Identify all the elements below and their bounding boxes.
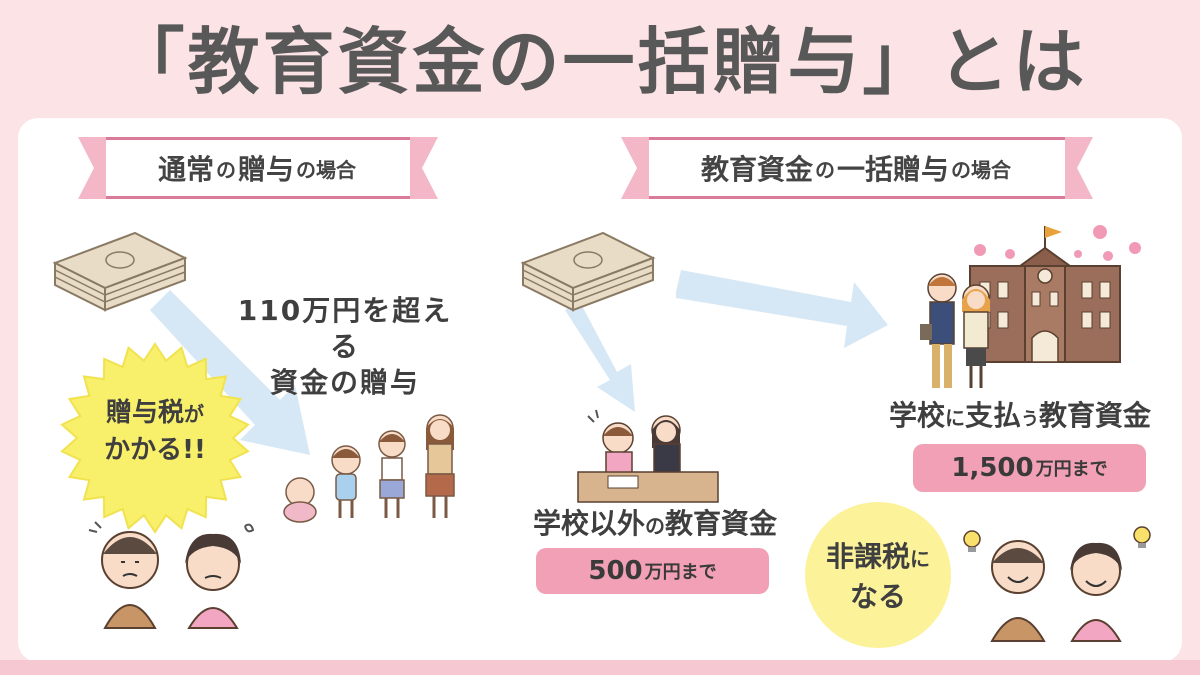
ribbon-bulk-main-2: 一括贈与 bbox=[837, 153, 950, 186]
bottom-strip bbox=[0, 660, 1200, 675]
burst-line2: かかる!! bbox=[104, 435, 206, 465]
school-building-icon bbox=[969, 226, 1121, 363]
ribbon-normal-small-1: の bbox=[216, 157, 236, 182]
burst-shape bbox=[60, 342, 250, 534]
other-amount-main: 500 bbox=[588, 556, 643, 586]
other-caption: 学校以外の教育資金 bbox=[515, 506, 795, 544]
ribbon-normal-gift: 通常 の 贈与 の場合 bbox=[100, 137, 416, 199]
ribbon-bulk-small-2: の場合 bbox=[951, 157, 1012, 182]
other-caption-main-1: 学校以外 bbox=[532, 507, 645, 540]
caption-over-110-line2: 資金の贈与 bbox=[269, 366, 420, 399]
ribbon-bulk-small-1: の bbox=[815, 157, 835, 182]
burst-text: 贈与税が かかる!! bbox=[70, 395, 240, 468]
sakura-icon bbox=[974, 225, 1141, 261]
burst-line1-small: が bbox=[184, 402, 204, 426]
school-caption-main-3: 教育資金 bbox=[1039, 399, 1152, 432]
school-amount-small: 万円まで bbox=[1035, 459, 1108, 480]
grandparents-worried-icon bbox=[88, 521, 255, 629]
lightbulb-icon bbox=[963, 526, 1151, 552]
grandparents-happy-icon bbox=[963, 526, 1151, 642]
money-stack-icon bbox=[52, 231, 188, 312]
school-caption-main-1: 学校 bbox=[888, 399, 945, 432]
school-caption-main-2: 支払 bbox=[964, 399, 1021, 432]
school-caption-small: に bbox=[944, 406, 965, 430]
circle-line1-small: に bbox=[910, 547, 930, 571]
page-title: 「教育資金の一括贈与」とは bbox=[112, 20, 1088, 104]
family-icon bbox=[920, 273, 990, 388]
ribbon-normal-small-2: の場合 bbox=[296, 157, 357, 182]
ribbon-bulk-ends bbox=[621, 137, 1093, 199]
school-caption: 学校に支払う教育資金 bbox=[870, 398, 1170, 438]
ribbon-bulk-main-1: 教育資金 bbox=[700, 153, 813, 186]
school-amount-main: 1,500 bbox=[951, 453, 1034, 483]
caption-over-110-line1: 110万円を超える bbox=[237, 294, 453, 363]
ribbon-normal-main-1: 通常 bbox=[157, 153, 214, 186]
school-caption-small-2: う bbox=[1021, 409, 1039, 430]
money-stack-icon-right bbox=[520, 231, 656, 312]
tutoring-icon bbox=[577, 409, 719, 503]
arrow-to-tutoring bbox=[565, 302, 635, 412]
other-caption-small: の bbox=[645, 514, 665, 538]
tax-exempt-circle bbox=[805, 502, 951, 648]
caption-over-110: 110万円を超える 資金の贈与 bbox=[225, 293, 465, 401]
arrow-left-to-children bbox=[150, 290, 310, 455]
other-amount-small: 万円まで bbox=[644, 562, 717, 583]
tax-exempt-text: 非課税に なる bbox=[803, 538, 953, 616]
circle-line1-main: 非課税 bbox=[825, 540, 910, 573]
arrow-to-school bbox=[676, 270, 888, 348]
ribbon-bulk-gift: 教育資金 の 一括贈与 の場合 bbox=[644, 137, 1070, 199]
ribbon-normal-main-2: 贈与 bbox=[238, 153, 295, 186]
circle-line2: なる bbox=[849, 580, 906, 613]
burst-line1-main: 贈与税 bbox=[105, 398, 184, 428]
children-icon bbox=[283, 414, 455, 523]
ribbon-normal-ends bbox=[78, 137, 438, 199]
other-caption-main-2: 教育資金 bbox=[665, 507, 778, 540]
